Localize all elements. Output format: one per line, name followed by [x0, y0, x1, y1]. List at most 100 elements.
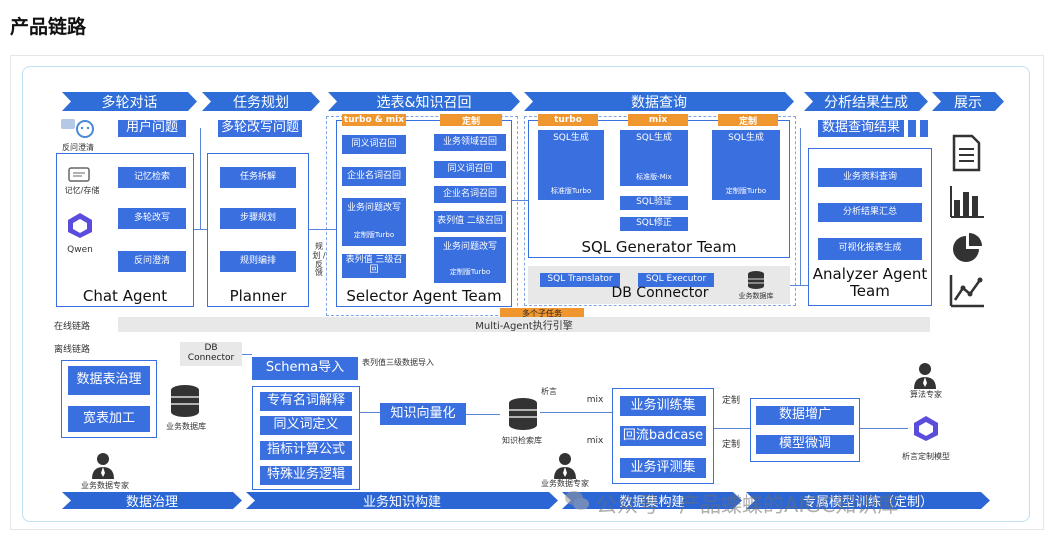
- vectorize-pill: 知识向量化: [380, 403, 466, 425]
- planner-module-decompose: 任务拆解: [220, 167, 296, 188]
- selector-left-value-recall: 表列值 三级召回: [342, 254, 406, 278]
- analyzer-module-query: 业务资料查询: [818, 168, 922, 187]
- training-finetune: 模型微调: [756, 435, 854, 454]
- schema-import-pill: Schema导入: [252, 357, 358, 380]
- algo-expert-label: 算法专家: [910, 390, 942, 399]
- line-chart-icon: [948, 272, 988, 310]
- governance-wide-table: 宽表加工: [68, 406, 150, 432]
- planner-module-steps: 步骤规划: [220, 208, 296, 229]
- chat-module-clarify: 反问澄清: [118, 251, 186, 272]
- custom-label-1: 定制: [721, 396, 740, 406]
- stage-analysis-generation: 分析结果生成: [804, 92, 928, 111]
- sql-col2-verify: SQL验证: [620, 196, 688, 210]
- data-expert-person-icon: [552, 452, 578, 480]
- chat-module-memory-retrieval: 记忆检索: [118, 167, 186, 188]
- training-augment: 数据增广: [756, 406, 854, 425]
- business-db-label: 业务数据库: [166, 422, 206, 431]
- page-title: 产品链路: [10, 16, 87, 38]
- offline-label: 离线链路: [54, 345, 91, 355]
- expert-label: 业务数据专家: [81, 481, 129, 490]
- connector-dbc-schema: [242, 354, 252, 355]
- sql-col3-gen: SQL生成: [728, 133, 764, 143]
- analyzer-header-pill: 数据查询结果: [818, 120, 904, 137]
- business-db-icon: [168, 384, 202, 418]
- selector-right-enterprise: 企业名词召回: [434, 186, 506, 203]
- selector-left-synonym: 同义词召回: [342, 135, 406, 154]
- analyzer-module-report: 可视化报表生成: [818, 238, 922, 260]
- connector-knowledge-vector: [360, 412, 380, 413]
- db-connector-name: DB Connector: [611, 285, 709, 301]
- planner-name: Planner: [229, 287, 287, 305]
- analyzer-name: Analyzer Agent Team: [812, 265, 928, 300]
- stage-dataset-construction: 数据集构建: [562, 492, 742, 509]
- selector-left-turbo-label: 定制版Turbo: [353, 231, 395, 240]
- db-label: 业务数据库: [738, 292, 774, 300]
- user-icon: [58, 117, 98, 151]
- sql-executor-pill: SQL Executor: [638, 273, 714, 287]
- sql-translator-pill: SQL Translator: [540, 273, 620, 287]
- connector-db-analyzer: [790, 285, 808, 286]
- document-icon: [946, 133, 986, 173]
- stage-table-knowledge-recall: 选表&知识召回: [328, 92, 520, 111]
- multi-subtask-tag: 多个子任务: [500, 308, 584, 318]
- dataset-train: 业务训练集: [620, 396, 706, 416]
- selector-left-enterprise: 企业名词召回: [342, 167, 406, 186]
- planner-header-pill: 多轮改写问题: [218, 120, 302, 137]
- sql-col2-model: 标准版-Mix: [636, 173, 672, 182]
- chat-agent-name: Chat Agent: [82, 287, 168, 305]
- xiyan-label-1: 析言: [541, 387, 557, 396]
- custom-label-2: 定制: [721, 440, 740, 450]
- sql-col2: SQL生成 标准版-Mix: [620, 130, 688, 186]
- connector-kb-datasets: [540, 412, 612, 413]
- selector-right-synonym: 同义词召回: [434, 161, 506, 178]
- stage-task-planning: 任务规划: [202, 92, 320, 111]
- clarify-caption: 反问澄清: [62, 143, 94, 152]
- stage-knowledge-construction: 业务知识构建: [246, 492, 558, 509]
- selector-right-turbo-label: 定制版Turbo: [449, 268, 491, 277]
- selector-tag-custom: 定制: [440, 114, 502, 127]
- selector-left-rewrite-label: 业务问题改写: [346, 203, 401, 214]
- bar-chart-icon: [948, 182, 988, 220]
- offline-db-connector: DB Connector: [180, 342, 242, 366]
- stage-display: 展示: [932, 92, 1004, 111]
- planner-module-rules: 规则编排: [220, 251, 296, 272]
- selector-right-rewrite-label: 业务问题改写: [442, 242, 497, 253]
- dataset-badcase: 回流badcase: [620, 426, 706, 446]
- selector-dashed-box: [326, 116, 518, 316]
- sql-col3-model: 定制版Turbo: [725, 187, 767, 196]
- knowledge-db-label: 知识检索库: [502, 436, 542, 445]
- pie-chart-icon: [948, 230, 988, 268]
- governance-table: 数据表治理: [68, 366, 150, 395]
- wechat-icon: [564, 488, 590, 514]
- dataset-eval: 业务评测集: [620, 458, 706, 478]
- analyzer-header-dot-2: [920, 120, 928, 137]
- qwen-caption: Qwen: [67, 245, 93, 255]
- connector-training-model: [860, 428, 908, 429]
- selector-name: Selector Agent Team: [346, 287, 502, 305]
- sql-generator-name: SQL Generator Team: [581, 238, 737, 256]
- analyzer-header-dot-1: [908, 120, 916, 137]
- stage-data-query: 数据查询: [524, 92, 794, 111]
- memory-storage-icon: [66, 165, 92, 185]
- selector-tag-turbo-mix: turbo & mix: [342, 114, 406, 126]
- table-value-import-label: 表列值三级数据导入: [362, 358, 434, 367]
- xiyan-model-label: 析言定制模型: [902, 452, 950, 461]
- diagram-inner-border: [22, 66, 1030, 522]
- sql-tag-mix: mix: [628, 114, 688, 126]
- knowledge-db-icon: [506, 397, 540, 431]
- sql-col3: SQL生成 定制版Turbo: [712, 130, 780, 200]
- sql-tag-turbo: turbo: [538, 114, 598, 126]
- data-expert-label: 业务数据专家: [541, 479, 589, 488]
- online-label: 在线链路: [54, 322, 91, 332]
- selector-right-rewrite: 业务问题改写 定制版Turbo: [434, 237, 506, 283]
- algo-expert-person-icon: [912, 362, 938, 390]
- feedback-label: 规划 / 反馈: [312, 242, 326, 278]
- connector-vector-kb: [466, 414, 500, 415]
- connector-chat-planner: [194, 229, 207, 230]
- expert-person-icon: [90, 452, 116, 480]
- xiyan-model-icon: [910, 414, 942, 442]
- sql-col1-model: 标准版Turbo: [550, 187, 592, 196]
- knowledge-metric-formula: 指标计算公式: [260, 441, 352, 460]
- sql-col2-fix: SQL修正: [620, 217, 688, 231]
- memory-caption: 记忆/存储: [64, 186, 100, 195]
